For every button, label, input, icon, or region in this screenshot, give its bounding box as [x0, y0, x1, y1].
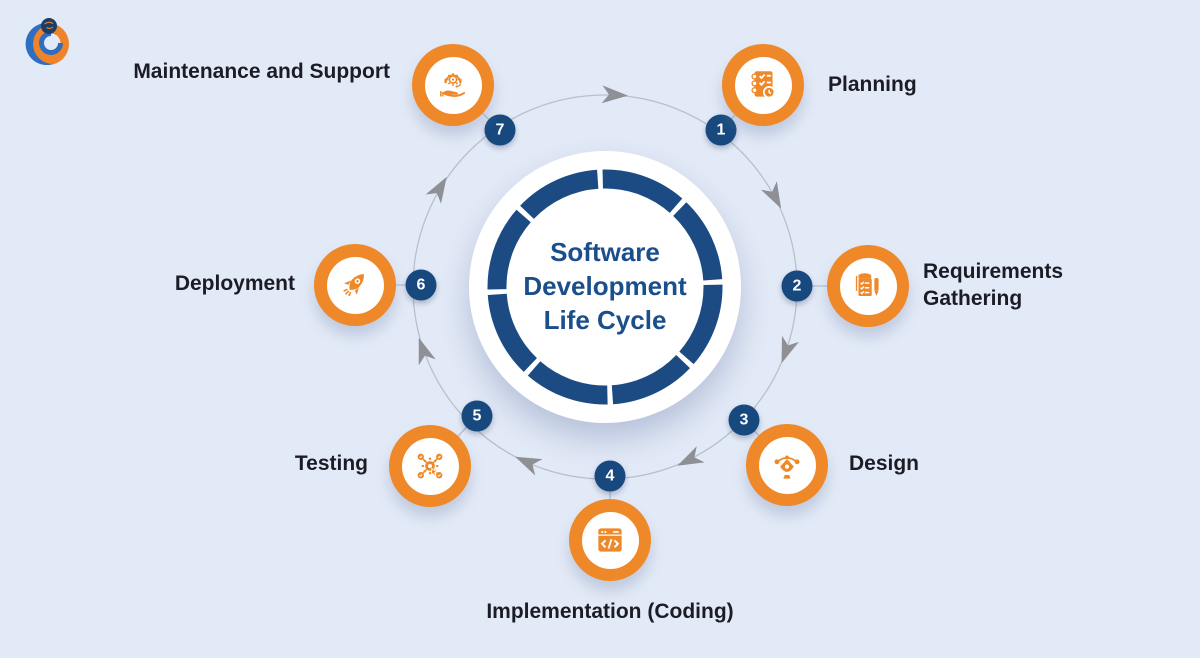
- step-deployment-circle: [314, 244, 396, 326]
- badge-number: 5: [472, 407, 482, 424]
- step-maintenance-number: 7: [484, 114, 516, 146]
- step-implementation-label: Implementation (Coding): [486, 600, 734, 623]
- rocket-icon: [343, 274, 364, 297]
- step-planning-number: 1: [705, 114, 737, 146]
- step-testing-label: Testing: [294, 452, 368, 475]
- step-design-label: Design: [849, 452, 920, 475]
- hand-gear-headset-icon: [440, 73, 466, 97]
- step-planning-circle: [722, 44, 804, 126]
- step-testing-number: 5: [461, 400, 493, 432]
- step-design-number: 3: [728, 404, 760, 436]
- step-requirements-number: 2: [781, 270, 813, 302]
- badge-number: 1: [716, 121, 726, 138]
- badge-number: 2: [792, 277, 802, 294]
- step-requirements-label: Requirements Gathering: [923, 260, 1064, 310]
- step-deployment-label: Deployment: [174, 272, 295, 295]
- code-window-icon: [598, 528, 622, 552]
- sdlc-title-line3: Life Cycle: [543, 304, 667, 335]
- step-implementation-circle: [569, 499, 651, 581]
- sdlc-title: Software Development Life Cycle: [523, 236, 686, 337]
- step-requirements-circle: [827, 245, 909, 327]
- step-deployment-number: 6: [405, 269, 437, 301]
- checklist-clock-icon: [751, 71, 776, 99]
- direction-arrow-icons: [418, 85, 799, 476]
- badge-number: 4: [605, 467, 615, 484]
- step-maintenance-circle: [412, 44, 494, 126]
- step-maintenance-label: Maintenance and Support: [133, 60, 390, 83]
- company-logo: [25, 18, 69, 65]
- badge-number: 6: [416, 276, 426, 293]
- sdlc-title-line2: Development: [523, 271, 687, 302]
- badge-number: 3: [739, 411, 749, 428]
- step-testing-circle: [389, 425, 471, 507]
- step-design-circle: [746, 424, 828, 506]
- step-implementation-number: 4: [594, 460, 626, 492]
- segmented-ring: [487, 169, 723, 405]
- step-planning-label: Planning: [828, 73, 917, 96]
- sdlc-title-line1: Software: [550, 237, 660, 268]
- sdlc-center-circle: Software Development Life Cycle: [469, 151, 741, 423]
- gear-network-icon: [417, 453, 443, 479]
- badge-number: 7: [495, 121, 505, 138]
- pen-tool-icon: [774, 455, 800, 479]
- notepad-pencil-icon: [855, 273, 879, 297]
